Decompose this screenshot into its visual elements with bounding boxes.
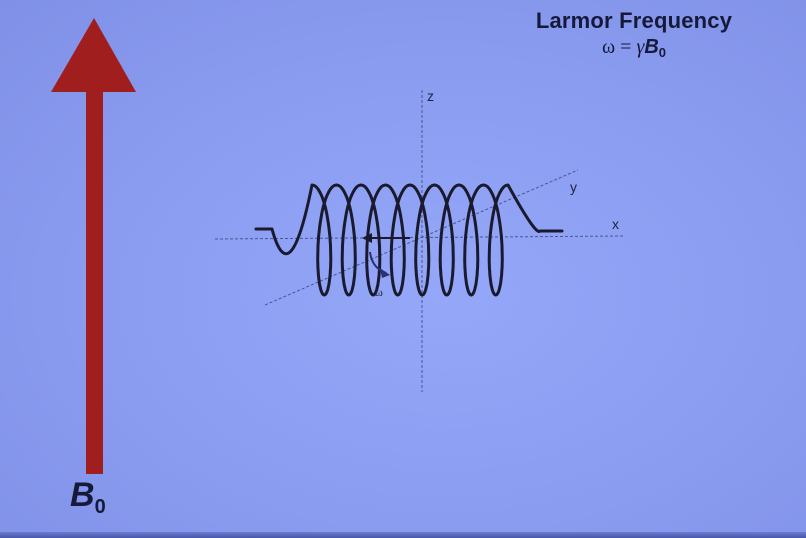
magnetization-vector: [362, 233, 410, 243]
formula-equals: =: [620, 36, 632, 58]
formula-omega: ω: [601, 36, 616, 58]
b0-field-arrow: [51, 18, 136, 474]
formula-b: B: [644, 36, 659, 58]
b0-symbol: B: [70, 476, 95, 514]
rotation-arrow: [369, 251, 390, 278]
slide-title: Larmor Frequency: [535, 8, 733, 33]
x-axis: [214, 235, 626, 240]
b0-field-label: B0: [70, 478, 106, 524]
arrow-head: [51, 18, 136, 92]
arrow-shaft: [86, 90, 103, 474]
title-block: Larmor Frequency ω = γB0: [504, 6, 764, 64]
x-axis-label: x: [612, 216, 619, 232]
screen-bottom-edge: [0, 532, 806, 538]
coordinate-axes: [214, 90, 626, 392]
b0-subscript: 0: [94, 496, 106, 518]
formula-gamma: γ: [636, 36, 645, 58]
formula-subscript: 0: [658, 45, 667, 60]
z-axis-label: z: [427, 88, 434, 104]
y-axis: [264, 169, 579, 306]
larmor-formula: ω = γB0: [504, 36, 764, 64]
precession-omega-label: ω: [375, 285, 383, 299]
y-axis-label: y: [570, 179, 577, 195]
precession-helix: [254, 183, 564, 297]
